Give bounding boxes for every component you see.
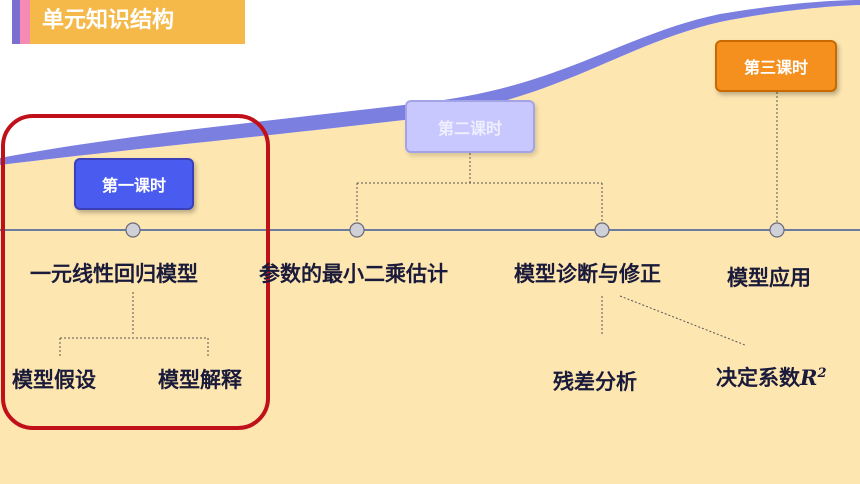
subtopic-model-assumption: 模型假设 (12, 368, 96, 392)
header-accent-purple (12, 0, 20, 44)
curve-band (0, 0, 860, 165)
model-sub-bracket (59, 292, 209, 356)
timeline-node-1 (125, 222, 141, 238)
timeline-node-3 (594, 222, 610, 238)
lesson-3-badge[interactable]: 第三课时 (715, 40, 837, 92)
highlight-frame (1, 114, 270, 430)
lesson-2-badge[interactable]: 第二课时 (405, 100, 535, 153)
background-fill (0, 5, 860, 484)
subtopic-model-interpretation: 模型解释 (158, 368, 242, 392)
determination-text: 决定系数 (716, 366, 800, 390)
page-title: 单元知识结构 (30, 0, 245, 44)
subtopic-coefficient-of-determination: 决定系数R2 (716, 362, 827, 392)
lesson-1-badge[interactable]: 第一课时 (74, 158, 194, 210)
subtopic-residual-analysis: 残差分析 (553, 370, 637, 394)
timeline-node-2 (349, 222, 365, 238)
r-squared-symbol: R2 (800, 365, 827, 390)
topic-model-diagnosis: 模型诊断与修正 (514, 262, 661, 286)
topic-linear-regression-model: 一元线性回归模型 (30, 262, 198, 286)
topic-least-squares: 参数的最小二乘估计 (259, 262, 448, 286)
header-accent-pink (20, 0, 30, 44)
timeline-node-4 (769, 222, 785, 238)
topic-model-application: 模型应用 (727, 266, 811, 290)
